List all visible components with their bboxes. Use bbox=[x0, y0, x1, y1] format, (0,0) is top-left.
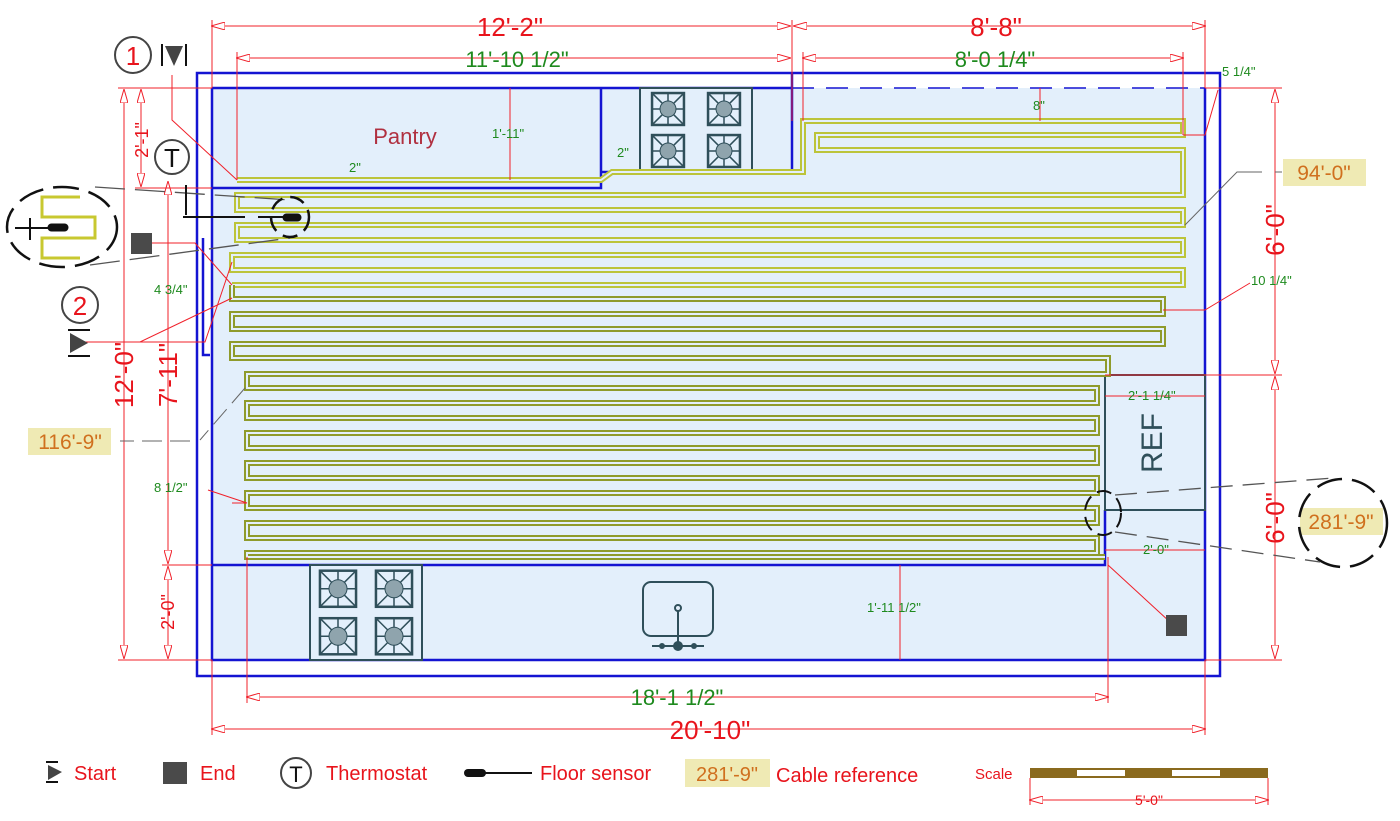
end-marker-2 bbox=[1166, 615, 1187, 636]
cable-detail-right bbox=[1084, 477, 1389, 569]
legend-floor-sensor: Floor sensor bbox=[540, 763, 651, 785]
dim-pantry-depth: 1'-11" bbox=[492, 126, 525, 141]
burner-icon bbox=[706, 91, 742, 127]
dim-right-bottom: 6'-0" bbox=[1260, 492, 1290, 544]
legend-scale-length: 5'-0" bbox=[1135, 792, 1163, 808]
cable-run-upper-core bbox=[231, 120, 1184, 286]
legend-end: End bbox=[200, 763, 236, 785]
heating-cable bbox=[229, 118, 1186, 560]
stove-top bbox=[639, 87, 753, 173]
refrigerator: REF bbox=[1104, 374, 1206, 511]
dim-pantry-gap: 2" bbox=[349, 160, 361, 175]
start-marker-1-label: 1 bbox=[126, 41, 140, 71]
dim-ref-gap: 2'-0" bbox=[1143, 542, 1169, 557]
legend-scale: Scale bbox=[975, 766, 1013, 783]
dim-stove-gap: 2" bbox=[617, 145, 629, 160]
start-icon bbox=[70, 333, 88, 353]
legend-end-icon bbox=[163, 762, 187, 784]
scale-bar bbox=[1030, 768, 1268, 805]
dim-ref-width: 2'-1 1/4" bbox=[1128, 388, 1176, 403]
cable-ref-94: 94'-0" bbox=[1297, 162, 1351, 185]
burner-icon bbox=[318, 569, 358, 609]
dimension-lines bbox=[85, 20, 1282, 735]
start-marker-1: 1 bbox=[114, 36, 187, 74]
legend-thermostat: Thermostat bbox=[326, 763, 428, 785]
dim-right-gap-top: 5 1/4" bbox=[1222, 64, 1256, 79]
start-marker-2: 2 bbox=[61, 286, 99, 357]
start-marker-2-label: 2 bbox=[73, 291, 87, 321]
legend-start: Start bbox=[74, 763, 117, 785]
burner-icon bbox=[650, 91, 686, 127]
burner-icon bbox=[650, 133, 686, 169]
cable-run-lower-core bbox=[231, 285, 1164, 558]
dim-top-gap: 8" bbox=[1033, 98, 1045, 113]
dim-bottom-overall: 20'-10" bbox=[670, 715, 751, 745]
dim-left-top: 2'-1" bbox=[132, 122, 152, 158]
end-marker-1 bbox=[131, 233, 152, 254]
sink-icon bbox=[642, 581, 714, 651]
thermostat-label: T bbox=[164, 143, 180, 173]
stove-bottom bbox=[309, 564, 423, 661]
dim-counter-depth: 1'-11 1/2" bbox=[867, 600, 921, 615]
dim-top-right-cable: 8'-0 1/4" bbox=[955, 47, 1036, 72]
dim-left-gap-low: 8 1/2" bbox=[154, 480, 188, 495]
thermostat: T bbox=[154, 139, 190, 175]
legend-thermostat-icon bbox=[280, 757, 312, 789]
sensor-detail-left bbox=[5, 185, 311, 269]
burner-icon bbox=[374, 569, 414, 609]
dim-top-left: 12'-2" bbox=[477, 12, 543, 42]
burner-icon bbox=[706, 133, 742, 169]
dim-left-gap: 4 3/4" bbox=[154, 282, 188, 297]
ref-label: REF bbox=[1136, 413, 1169, 473]
legend-cable-ref-value: 281'-9" bbox=[696, 764, 758, 786]
bottom-counter-outline bbox=[212, 510, 1107, 567]
door-jamb bbox=[201, 238, 210, 357]
dim-left-cable: 7'-11" bbox=[153, 343, 183, 407]
dim-left-bottom: 2'-0" bbox=[158, 594, 178, 630]
legend-thermostat-symbol: T bbox=[289, 762, 302, 787]
pantry-label: Pantry bbox=[373, 124, 437, 149]
legend-start-icon bbox=[48, 765, 62, 780]
burner-icon bbox=[318, 616, 358, 656]
cable-references: 94'-0" 116'-9" 281'-9" bbox=[28, 159, 1383, 535]
legend-cable-reference: Cable reference bbox=[776, 765, 918, 787]
cable-ref-281: 281'-9" bbox=[1308, 511, 1373, 534]
start-icon bbox=[165, 46, 183, 66]
dim-top-right: 8'-8" bbox=[970, 12, 1022, 42]
dim-right-top: 6'-0" bbox=[1260, 204, 1290, 256]
dim-top-left-cable: 11'-10 1/2" bbox=[465, 47, 568, 72]
dim-left-overall: 12'-0" bbox=[109, 342, 139, 408]
dim-right-gap-mid: 10 1/4" bbox=[1251, 273, 1292, 288]
legend: Start End T Thermostat Floor sensor 281'… bbox=[46, 757, 1268, 808]
burner-icon bbox=[374, 616, 414, 656]
cable-ref-116: 116'-9" bbox=[38, 431, 102, 454]
legend-floor-sensor-icon bbox=[464, 769, 532, 777]
dim-bottom-cable: 18'-1 1/2" bbox=[631, 685, 724, 710]
